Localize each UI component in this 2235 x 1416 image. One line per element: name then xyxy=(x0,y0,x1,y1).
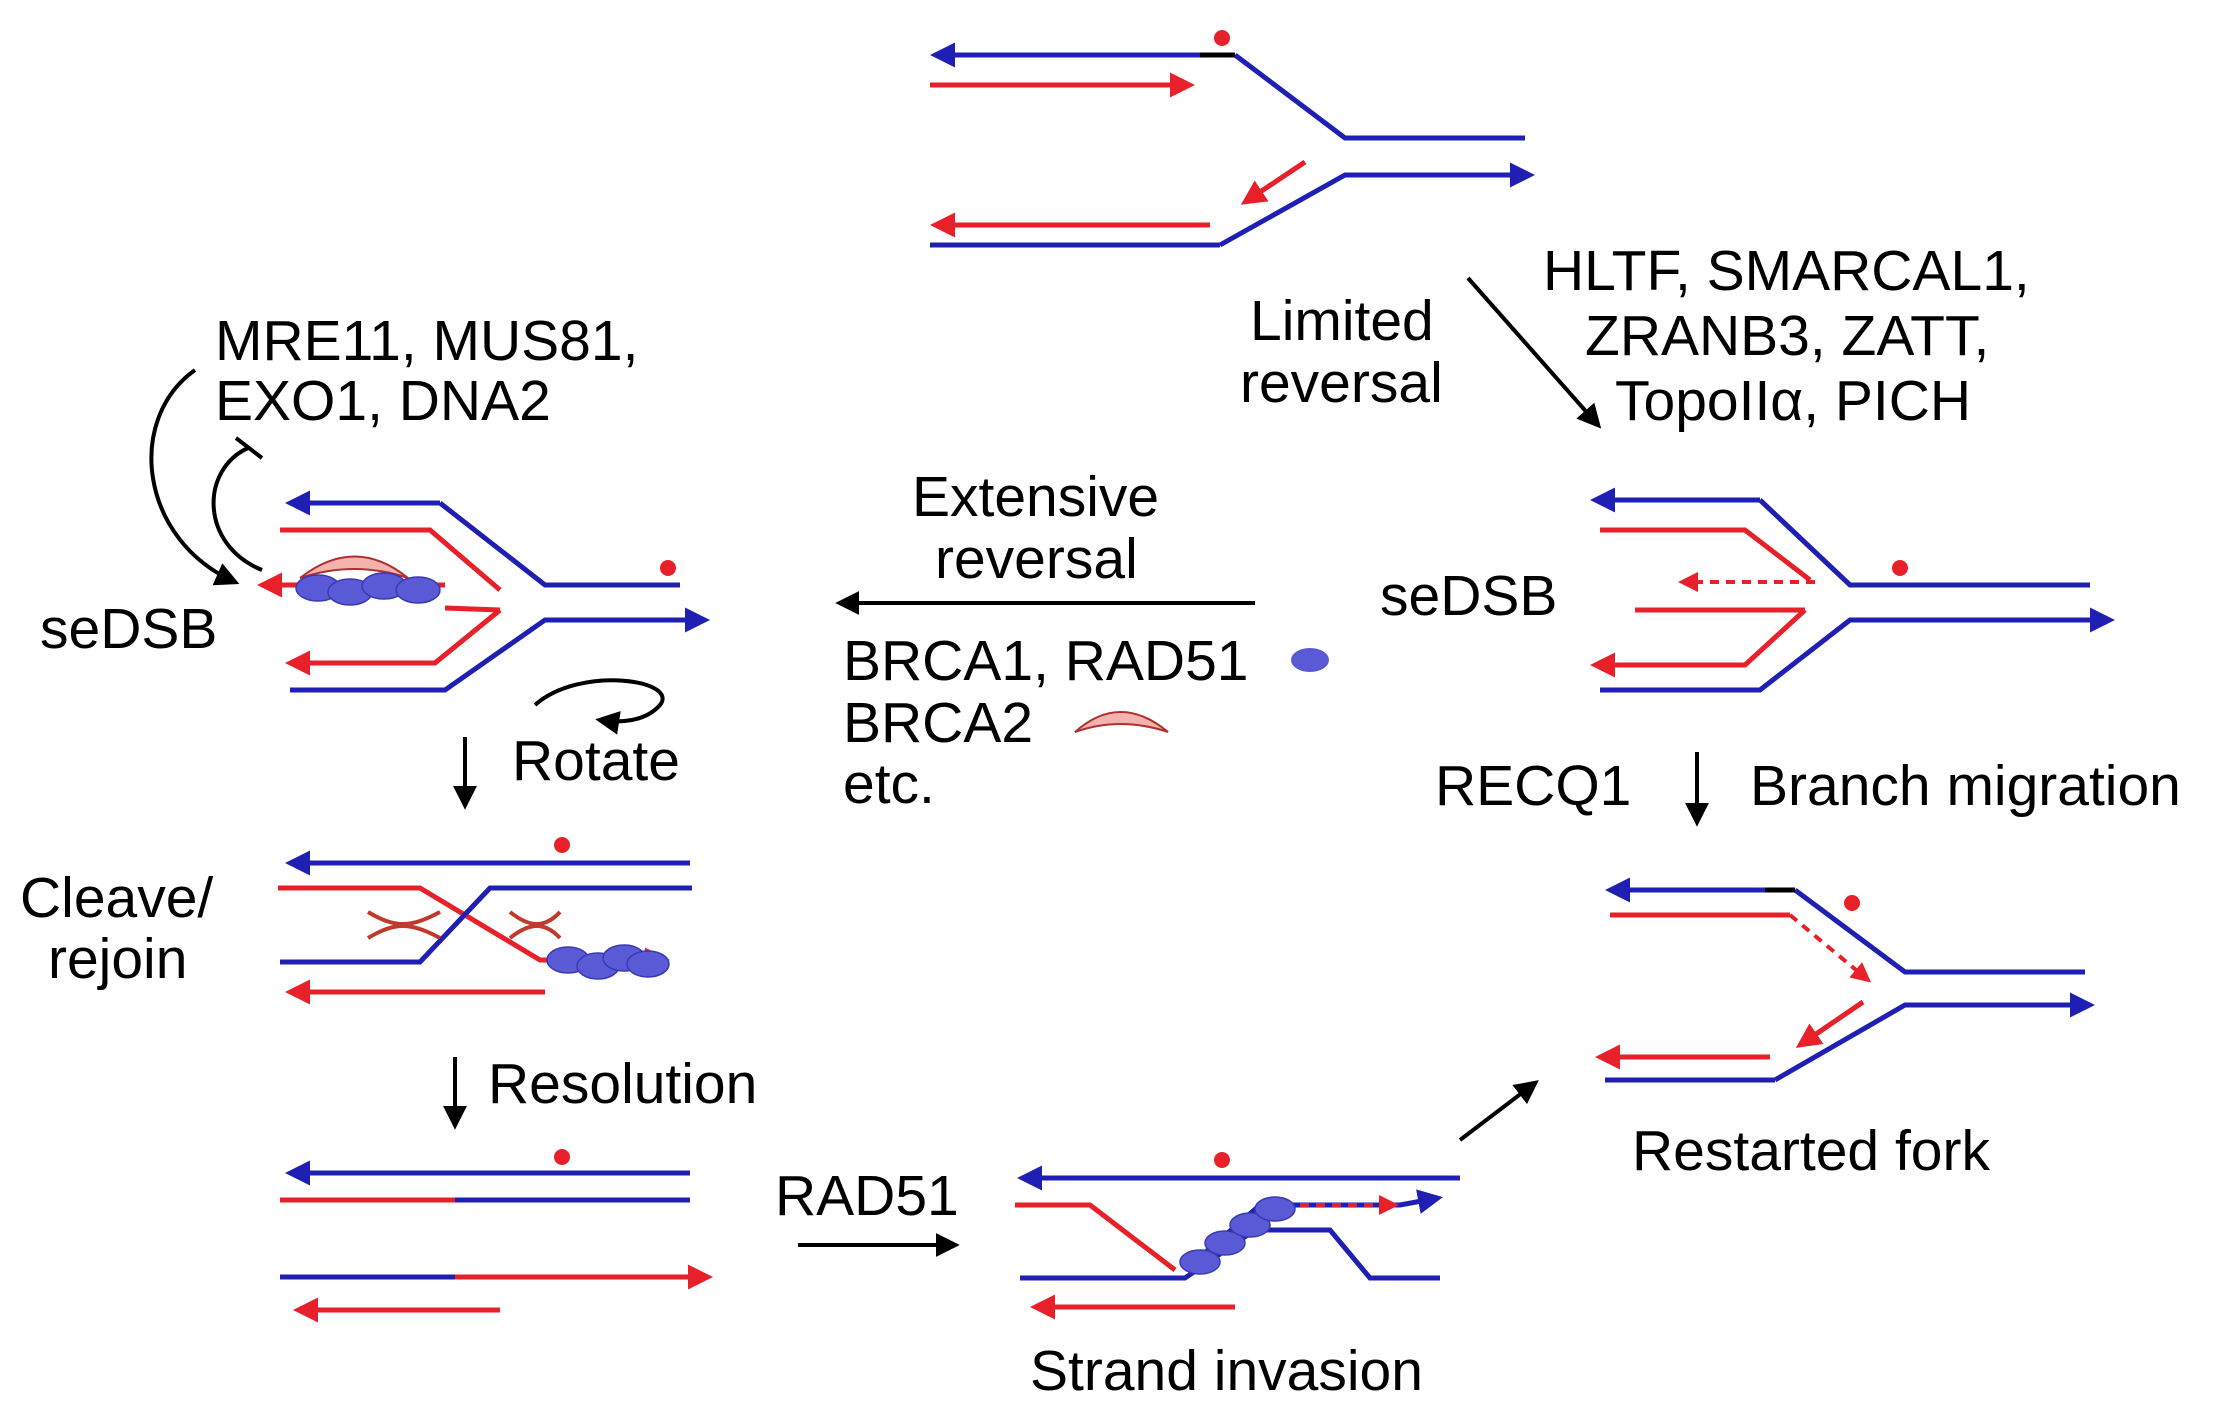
rad51-filament xyxy=(295,572,441,606)
nuclease-arrow xyxy=(149,368,240,586)
rad51-label: RAD51 xyxy=(775,1164,959,1228)
sedsb-right-label: seDSB xyxy=(1380,564,1557,628)
remodelers-label-2: ZRANB3, ZATT, xyxy=(1585,304,1989,368)
nucleases-label-1: MRE11, MUS81, xyxy=(215,309,638,373)
restart-arrow xyxy=(1458,1080,1539,1142)
cleavage-mark xyxy=(366,910,441,940)
limited-reversal-label-1: Limited xyxy=(1250,289,1434,353)
brca2-legend-icon xyxy=(1074,711,1169,733)
lesion-dot xyxy=(660,560,676,576)
resolution-label: Resolution xyxy=(488,1052,757,1116)
holliday-junction xyxy=(278,837,692,1005)
rad51-filament xyxy=(1179,1196,1296,1275)
strand-invasion-label: Strand invasion xyxy=(1030,1339,1423,1403)
rad51-legend-icon xyxy=(1291,648,1329,672)
sedsb-left-label: seDSB xyxy=(40,597,217,661)
cleave-label-1: Cleave/ xyxy=(20,866,213,930)
extensive-reversal-label-2: reversal xyxy=(935,527,1138,591)
cleave-label-2: rejoin xyxy=(48,927,187,991)
recq1-label: RECQ1 xyxy=(1435,754,1631,818)
restarted-fork xyxy=(1595,877,2095,1083)
lesion-dot xyxy=(554,1149,570,1165)
lesion-dot xyxy=(554,837,570,853)
remodelers-label-3: TopoIIα, PICH xyxy=(1615,369,1971,433)
extensive-reversal-label-1: Extensive xyxy=(912,465,1159,529)
rotate-icon xyxy=(533,678,665,735)
inhibition-bar xyxy=(234,436,264,460)
restarted-fork-label: Restarted fork xyxy=(1632,1119,1990,1183)
nucleases-label-2: EXO1, DNA2 xyxy=(215,369,551,433)
rotate-label: Rotate xyxy=(512,729,680,793)
protectors-label-1: BRCA1, RAD51 xyxy=(843,629,1249,693)
branch-migration-label: Branch migration xyxy=(1750,754,2181,818)
limited-reversal-label-2: reversal xyxy=(1240,351,1443,415)
lesion-dot xyxy=(1892,560,1908,576)
reversed-fork-left xyxy=(257,490,710,693)
lesion-dot xyxy=(1214,30,1230,46)
protectors-label-3: etc. xyxy=(843,752,935,816)
stalled-fork xyxy=(930,30,1535,248)
protectors-label-2: BRCA2 xyxy=(843,691,1033,755)
rad51-filament xyxy=(546,944,670,980)
limited-reversal-arrow xyxy=(1466,276,1602,429)
strand-invasion xyxy=(1015,1152,1460,1320)
resolved-product xyxy=(280,1149,713,1323)
lesion-dot xyxy=(1214,1152,1230,1168)
remodelers-label-1: HLTF, SMARCAL1, xyxy=(1543,239,2030,303)
reversed-fork-right xyxy=(1590,487,2115,693)
lesion-dot xyxy=(1844,895,1860,911)
cleavage-mark xyxy=(508,910,562,940)
nuclease-inhibition xyxy=(211,446,263,572)
